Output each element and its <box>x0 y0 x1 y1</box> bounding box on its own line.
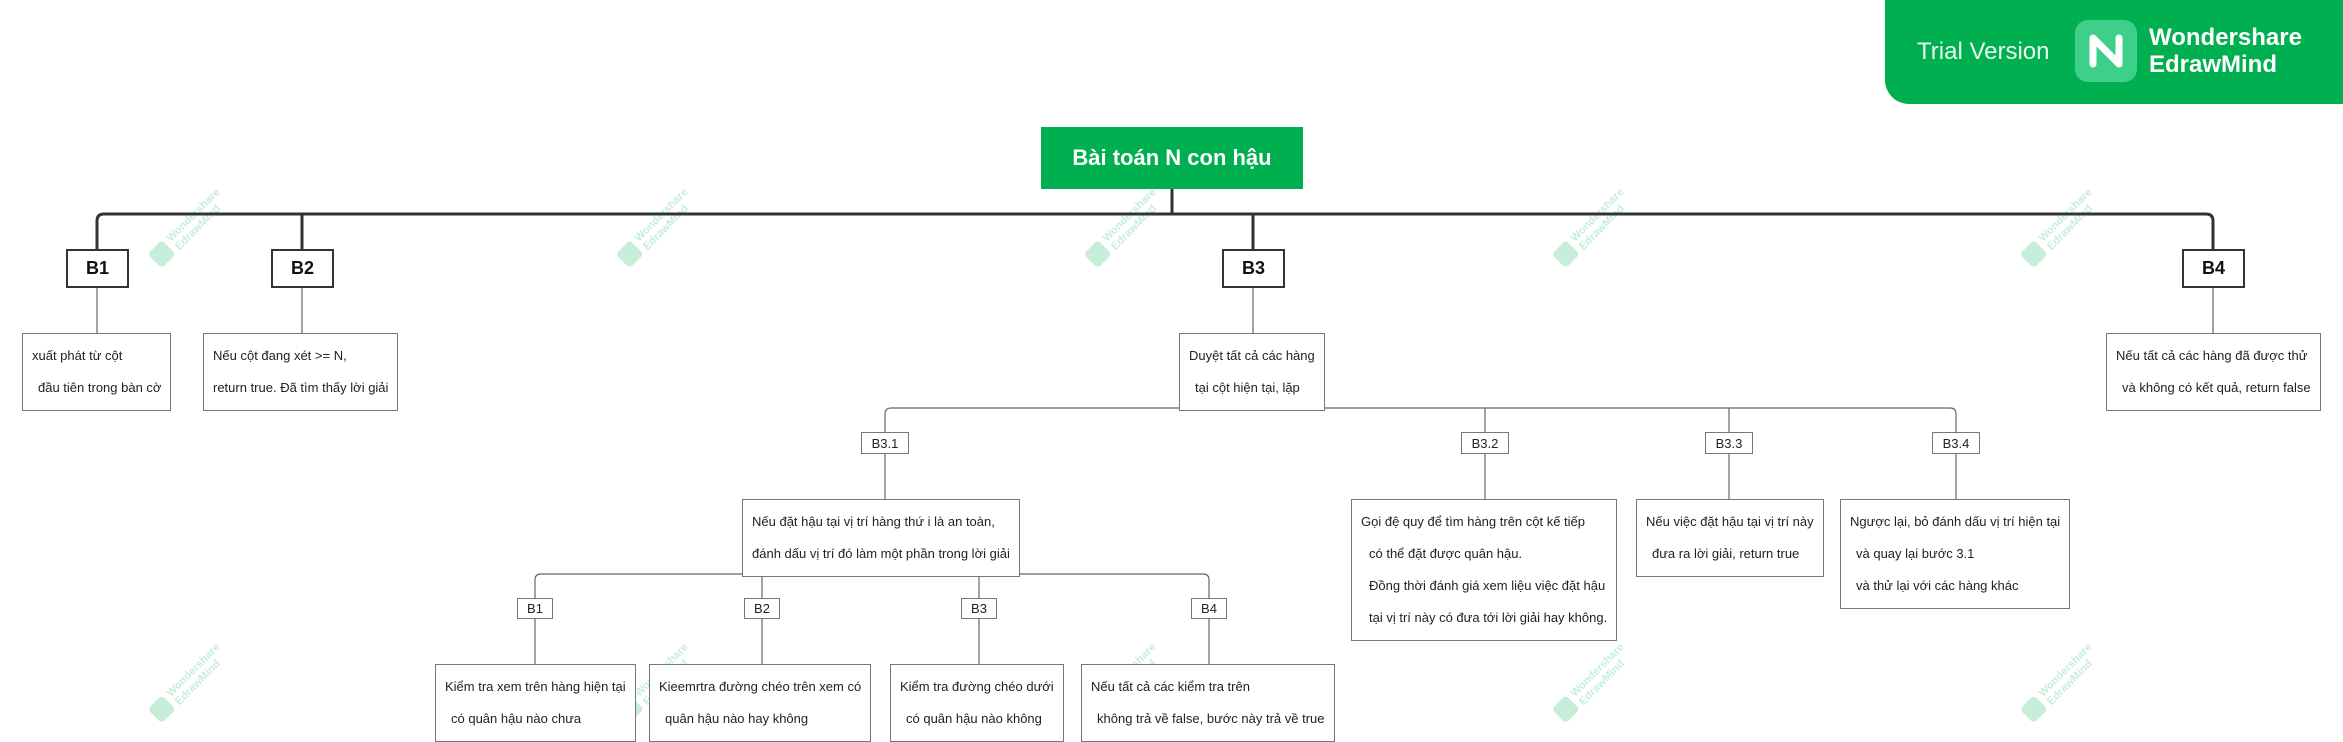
edrawmind-logo-icon <box>2075 20 2137 82</box>
text-line: Kiểm tra đường chéo dưới <box>900 679 1054 694</box>
topic-b3-2-description[interactable]: Gọi đệ quy để tìm hàng trên cột kế tiếp … <box>1351 499 1618 641</box>
text-line: quân hậu nào hay không <box>665 711 809 726</box>
connector <box>884 407 1957 432</box>
text-line: tại cột hiện tại, lặp <box>1195 380 1300 395</box>
topic-b4[interactable]: B4 <box>2182 249 2245 288</box>
text-line: Nếu đặt hậu tại vị trí hàng thứ i là an … <box>752 514 995 529</box>
topic-b3-1-step-2[interactable]: B2 <box>744 598 780 619</box>
topic-b3-description[interactable]: Duyệt tất cả các hàng tại cột hiện tại, … <box>1179 333 1325 411</box>
connector <box>534 573 1210 598</box>
text-line: Nếu tất cả các hàng đã được thử <box>2116 348 2308 363</box>
text-line: không trả về false, bước này trả về true <box>1097 711 1325 726</box>
topic-b2[interactable]: B2 <box>271 249 334 288</box>
topic-b3-3[interactable]: B3.3 <box>1705 432 1753 454</box>
text-line: và quay lại bước 3.1 <box>1856 546 1975 561</box>
text-line: Kieemrtra đường chéo trên xem có <box>659 679 862 694</box>
topic-b2-description[interactable]: Nếu cột đang xét >= N, return true. Đã t… <box>203 333 399 411</box>
topic-b3-1[interactable]: B3.1 <box>861 432 909 454</box>
text-line: và thử lại với các hàng khác <box>1856 578 2019 593</box>
text-line: Đồng thời đánh giá xem liệu việc đặt hậu <box>1369 578 1606 593</box>
text-line: Kiểm tra xem trên hàng hiện tại <box>445 679 626 694</box>
topic-b1[interactable]: B1 <box>66 249 129 288</box>
topic-b3-1-step-3-description[interactable]: Kiểm tra đường chéo dưới có quân hậu nào… <box>890 664 1064 742</box>
text-line: có quân hậu nào chưa <box>451 711 582 726</box>
topic-b3-2[interactable]: B3.2 <box>1461 432 1509 454</box>
text-line: đánh dấu vị trí đó làm một phần trong lờ… <box>752 546 1010 561</box>
text-line: Nếu việc đặt hậu tại vị trí này <box>1646 514 1814 529</box>
topic-b3[interactable]: B3 <box>1222 249 1285 288</box>
topic-b3-3-description[interactable]: Nếu việc đặt hậu tại vị trí này đưa ra l… <box>1636 499 1824 577</box>
topic-b3-1-step-2-description[interactable]: Kieemrtra đường chéo trên xem có quân hậ… <box>649 664 872 742</box>
text-line: Nếu cột đang xét >= N, <box>213 348 347 363</box>
topic-b3-1-step-4-description[interactable]: Nếu tất cả các kiểm tra trên không trả v… <box>1081 664 1335 742</box>
topic-b3-4[interactable]: B3.4 <box>1932 432 1980 454</box>
text-line: tại vị trí này có đưa tới lời giải hay k… <box>1369 610 1608 625</box>
text-line: Nếu tất cả các kiểm tra trên <box>1091 679 1250 694</box>
topic-b3-1-step-1[interactable]: B1 <box>517 598 553 619</box>
trial-version-label: Trial Version <box>1917 38 2050 65</box>
text-line: có quân hậu nào không <box>906 711 1042 726</box>
root-topic[interactable]: Bài toán N con hậu <box>1041 127 1303 189</box>
text-line: đầu tiên trong bàn cờ <box>38 380 162 395</box>
topic-b3-4-description[interactable]: Ngược lại, bỏ đánh dấu vị trí hiện tại v… <box>1840 499 2071 609</box>
topic-b1-description[interactable]: xuất phát từ cột đầu tiên trong bàn cờ <box>22 333 172 411</box>
brand-name: Wondershare EdrawMind <box>2149 24 2302 78</box>
text-line: Ngược lại, bỏ đánh dấu vị trí hiện tại <box>1850 514 2061 529</box>
text-line: đưa ra lời giải, return true <box>1652 546 1800 561</box>
trial-banner[interactable]: Trial Version Wondershare EdrawMind <box>1885 0 2343 104</box>
topic-b3-1-description[interactable]: Nếu đặt hậu tại vị trí hàng thứ i là an … <box>742 499 1020 577</box>
text-line: xuất phát từ cột <box>32 348 123 363</box>
text-line: return true. Đã tìm thấy lời giải <box>213 380 389 395</box>
topic-b3-1-step-3[interactable]: B3 <box>961 598 997 619</box>
topic-b4-description[interactable]: Nếu tất cả các hàng đã được thử và không… <box>2106 333 2321 411</box>
topic-b3-1-step-4[interactable]: B4 <box>1191 598 1227 619</box>
topic-b3-1-step-1-description[interactable]: Kiểm tra xem trên hàng hiện tại có quân … <box>435 664 636 742</box>
text-line: Gọi đệ quy để tìm hàng trên cột kế tiếp <box>1361 514 1586 529</box>
text-line: có thể đặt được quân hậu. <box>1369 546 1523 561</box>
text-line: Duyệt tất cả các hàng <box>1189 348 1315 363</box>
text-line: và không có kết quả, return false <box>2122 380 2311 395</box>
brand-line: EdrawMind <box>2149 51 2278 78</box>
connector <box>95 212 2215 249</box>
brand-line: Wondershare <box>2149 24 2302 51</box>
